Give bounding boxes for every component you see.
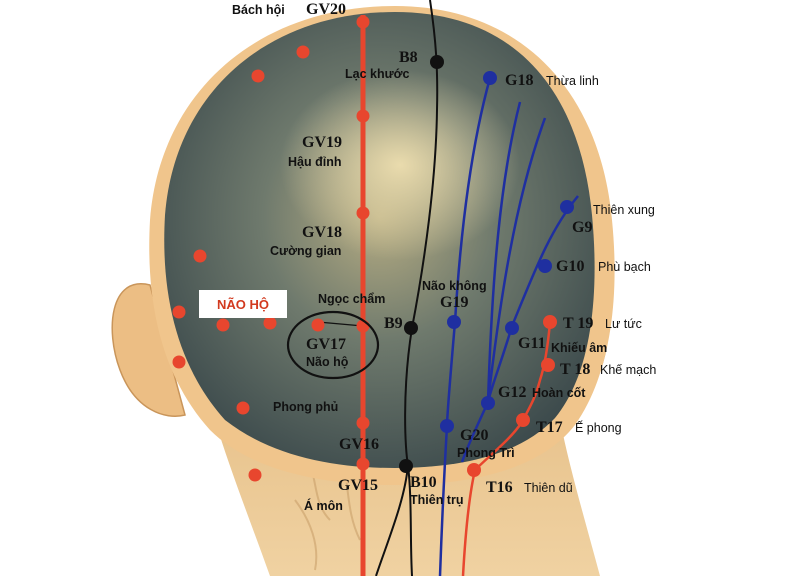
- label-g18-code: G18: [505, 72, 533, 89]
- label-g9-name: Thiên xung: [593, 203, 655, 217]
- label-g19-name: Não không: [422, 279, 487, 293]
- label-gv20-name: Bách hội: [232, 3, 285, 17]
- head-point: [263, 316, 277, 330]
- point-t17: [516, 413, 530, 427]
- label-phong-phu: Phong phủ: [273, 400, 338, 414]
- label-gv18-name: Cường gian: [270, 244, 341, 258]
- label-b9-code: B9: [384, 315, 403, 332]
- head-point: [236, 401, 250, 415]
- point-g19: [447, 315, 461, 329]
- label-g11-name: Khiếu âm: [551, 341, 607, 355]
- label-t18-code: T 18: [560, 361, 590, 378]
- label-t17-name: Ế phong: [575, 420, 622, 435]
- head-point: [172, 355, 186, 369]
- bladder-line-inner: [375, 0, 439, 577]
- head-point: [296, 45, 310, 59]
- label-gv16-code: GV16: [339, 436, 379, 453]
- point-gv15: [356, 457, 370, 471]
- callout-box: [199, 290, 287, 318]
- crown-highlight: [280, 70, 520, 260]
- triple-burner-line: [461, 321, 552, 577]
- label-b10-name: Thiên trụ: [410, 493, 463, 507]
- label-g18-name: Thừa linh: [546, 74, 599, 88]
- label-t19-code: T 19: [563, 315, 593, 332]
- point-gv18: [356, 206, 370, 220]
- label-gv17-code: GV17: [306, 336, 346, 353]
- label-g11-code: G11: [518, 335, 546, 352]
- label-t16-name: Thiên dũ: [524, 481, 573, 495]
- point-g18: [483, 71, 497, 85]
- gallbladder-line-1: [438, 77, 492, 577]
- label-gv19-name: Hậu đỉnh: [288, 155, 341, 169]
- label-t16-code: T16: [486, 479, 513, 496]
- label-b8-code: B8: [399, 49, 418, 66]
- label-b10-code: B10: [410, 474, 437, 491]
- gv17-highlight-ellipse: [286, 310, 380, 380]
- bladder-line-outer: [407, 464, 413, 577]
- point-gv20: [356, 15, 370, 29]
- head-point: [248, 468, 262, 482]
- label-g10-name: Phù bạch: [598, 260, 651, 274]
- point-t16: [467, 463, 481, 477]
- label-gv15-name: Á môn: [304, 498, 343, 513]
- point-t18: [541, 358, 555, 372]
- point-g12: [481, 396, 495, 410]
- gv17-pointer: [317, 321, 364, 327]
- head-point: [216, 318, 230, 332]
- point-b9: [404, 321, 418, 335]
- label-gv17-name: Não hộ: [306, 355, 349, 369]
- label-g10-code: G10: [556, 258, 584, 275]
- label-t17-code: T17: [536, 419, 563, 436]
- head-point: [172, 305, 186, 319]
- point-g20: [440, 419, 454, 433]
- label-g9-code: G9: [572, 219, 592, 236]
- label-g19-code: G19: [440, 294, 468, 311]
- point-gv19: [356, 109, 370, 123]
- point-b10: [399, 459, 413, 473]
- head-point: [311, 318, 325, 332]
- head-point: [193, 249, 207, 263]
- point-g10: [538, 259, 552, 273]
- point-b8: [430, 55, 444, 69]
- callout-label: NÃO HỘ: [217, 297, 269, 312]
- label-gv20-code: GV20: [306, 1, 346, 18]
- label-gv15-code: GV15: [338, 477, 378, 494]
- gallbladder-line-3: [486, 117, 547, 403]
- label-g20-code: G20: [460, 427, 488, 444]
- gallbladder-line-2: [486, 101, 522, 403]
- label-g12-name: Hoàn cốt: [532, 386, 586, 400]
- point-gv16: [356, 416, 370, 430]
- head-point: [251, 69, 265, 83]
- label-g20-name: Phong Trì: [457, 446, 515, 460]
- point-t19: [543, 315, 557, 329]
- label-ngoc-cham: Ngọc chẩm: [318, 292, 385, 306]
- label-gv18-code: GV18: [302, 224, 342, 241]
- label-t19-name: Lư tức: [605, 317, 642, 331]
- label-t18-name: Khế mạch: [600, 363, 656, 377]
- point-g11: [505, 321, 519, 335]
- left-ear: [111, 283, 186, 417]
- label-gv19-code: GV19: [302, 134, 342, 151]
- label-g12-code: G12: [498, 384, 526, 401]
- gallbladder-line-4: [460, 195, 579, 463]
- point-g9: [560, 200, 574, 214]
- label-b8-name: Lạc khước: [345, 67, 410, 81]
